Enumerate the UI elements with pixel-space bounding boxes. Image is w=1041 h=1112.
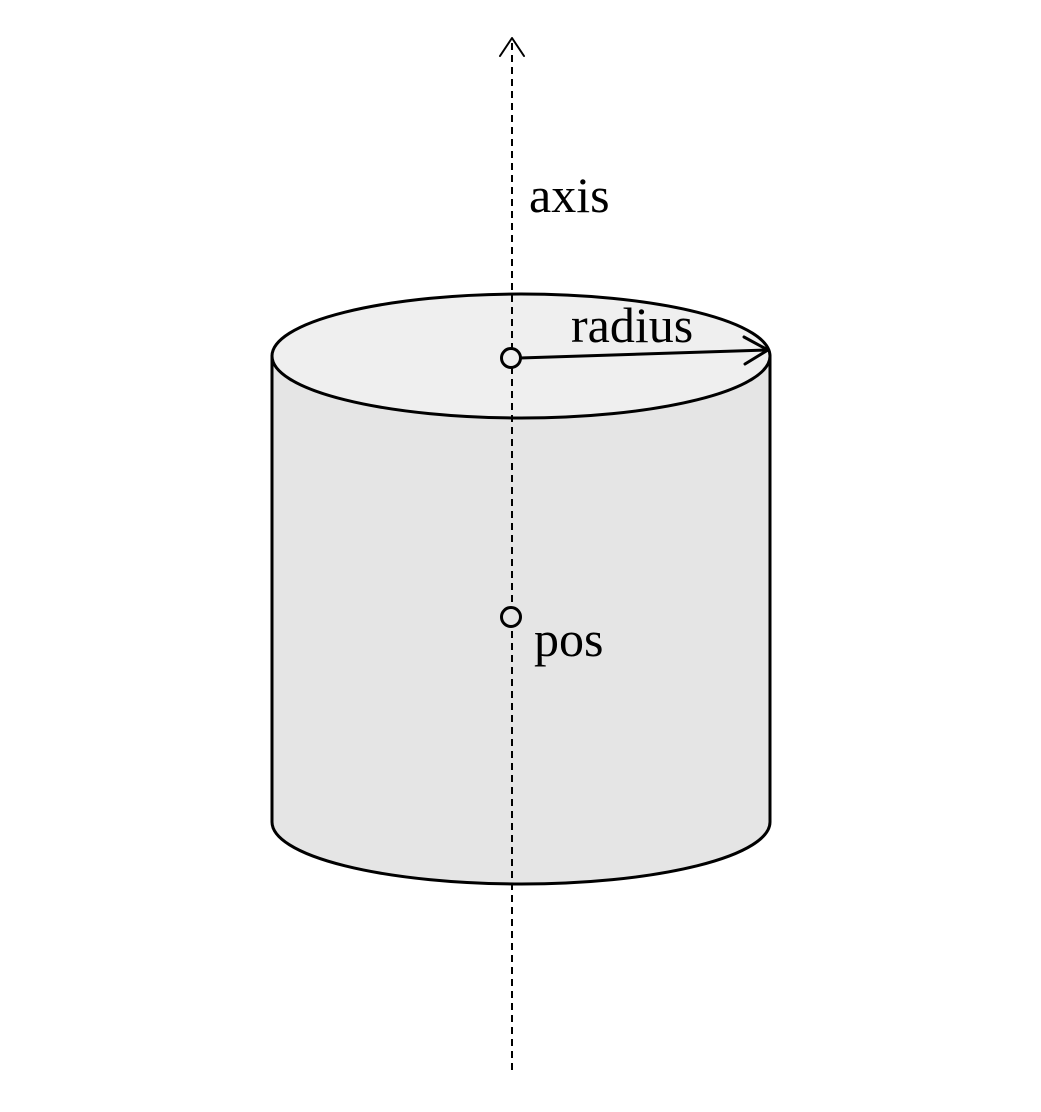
- axis-label: axis: [529, 167, 610, 223]
- radius-arrowhead: [742, 335, 770, 366]
- pos-label: pos: [534, 611, 603, 667]
- radius-arrow-line: [519, 348, 769, 360]
- pos-point: [500, 606, 522, 628]
- axis-arrowhead: [499, 37, 525, 57]
- radius-label: radius: [571, 297, 693, 353]
- top-center-point: [500, 347, 522, 369]
